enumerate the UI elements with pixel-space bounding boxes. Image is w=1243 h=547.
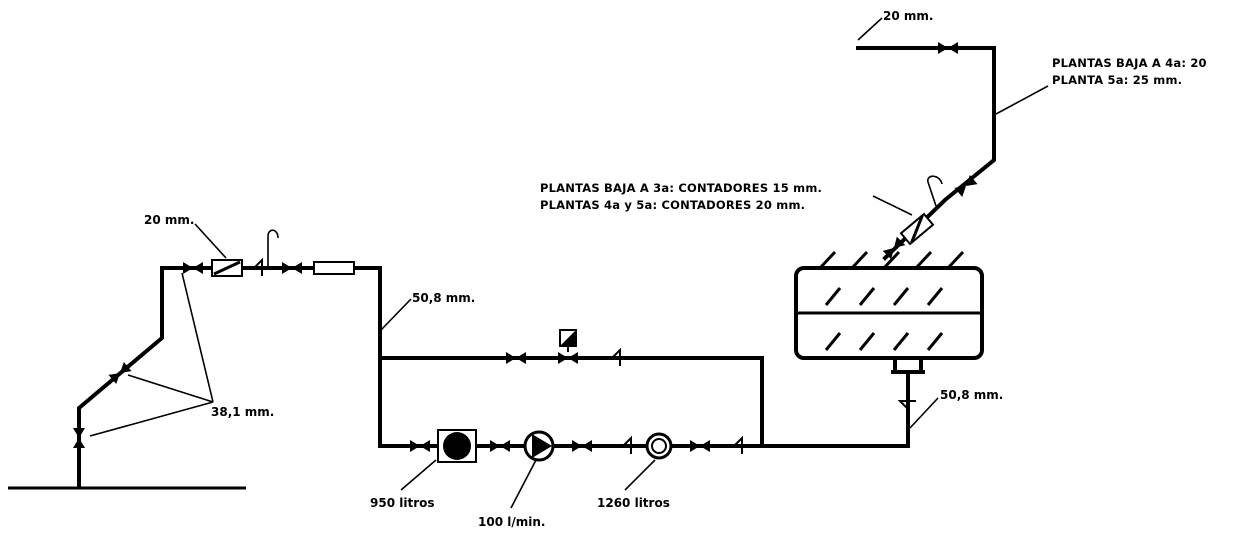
top-gate-valve [938,42,958,54]
inlet-diameter-label: 20 mm. [144,213,194,227]
bypass-gate-valve-1 [506,352,526,364]
bottom-gate-valve-1 [410,440,430,452]
second-gate-valve [282,262,302,274]
inlet-gate-valve [183,262,203,274]
leader-lines [89,17,1049,509]
filter [313,261,355,275]
bypass-gate-valve-2 [558,352,578,364]
tank-hatching [818,250,965,351]
meters-note-line-2: PLANTAS 4a y 5a: CONTADORES 20 mm. [540,198,805,212]
bypass-meter-fill [560,330,576,346]
bottom-gate-valve-2 [490,440,510,452]
test-tap [267,229,279,268]
pressure-tank-inner [651,438,667,454]
outlet-test-tap [927,175,943,207]
floors-note-line-2: PLANTA 5a: 25 mm. [1052,73,1182,87]
tank-outlet-fitting [891,360,925,374]
outlet-meter-diagonal [910,214,924,244]
pressure-tank-volume-label: 1260 litros [597,496,670,510]
riser-diameter-label: 38,1 mm. [211,405,274,419]
accumulator-symbol [443,432,471,460]
water-meter-diagonal [213,260,241,276]
pump-flow-label: 100 l/min. [478,515,545,529]
riser-gate-valve [73,428,85,448]
top-outlet-diameter-label: 20 mm. [883,9,933,23]
accumulator-volume-label: 950 litros [370,496,435,510]
tank-outlet-diameter-label: 50,8 mm. [940,388,1003,402]
meters-note-line-1: PLANTAS BAJA A 3a: CONTADORES 15 mm. [540,181,822,195]
bottom-gate-valve-4 [690,440,710,452]
floors-note-line-1: PLANTAS BAJA A 4a: 20 [1052,56,1207,70]
pump-arrow [532,434,552,458]
bottom-gate-valve-3 [572,440,592,452]
main-pipe [77,266,910,488]
main-diameter-label: 50,8 mm. [412,291,475,305]
